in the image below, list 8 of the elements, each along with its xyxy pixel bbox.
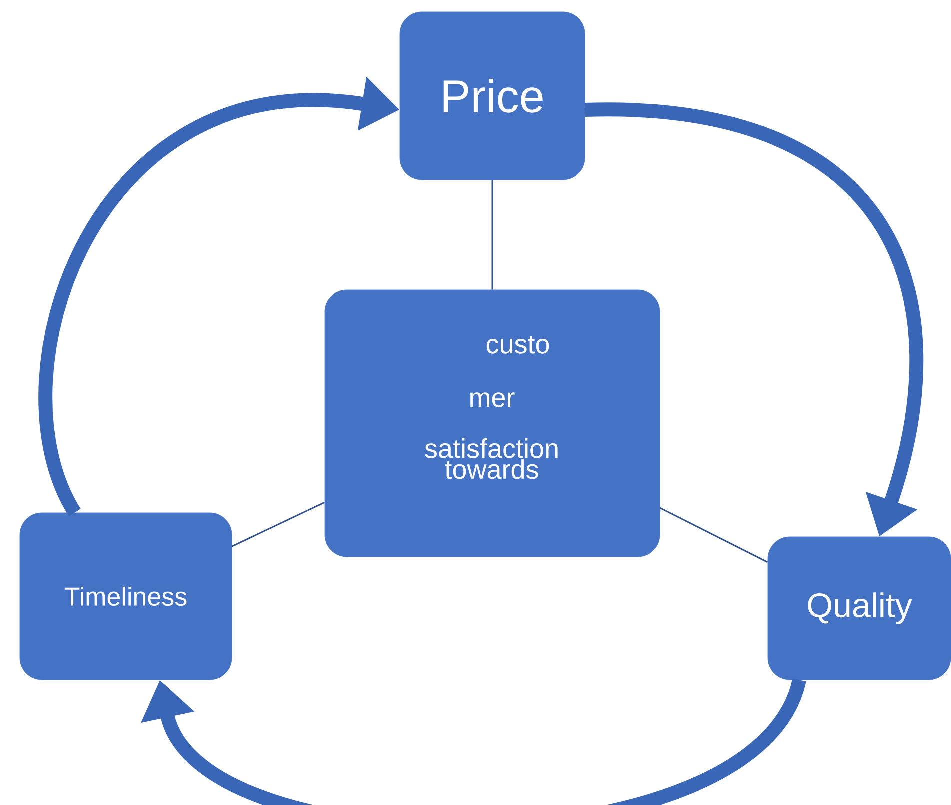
connector-line bbox=[492, 180, 494, 290]
rounded-box: Price bbox=[400, 12, 586, 180]
connector-line bbox=[660, 507, 768, 564]
curved-arrow bbox=[141, 677, 806, 805]
rounded-box: Timeliness bbox=[20, 512, 232, 680]
connector-line bbox=[232, 502, 326, 548]
rounded-box: custo mer satisfaction towards bbox=[324, 290, 660, 558]
rounded-box: Quality bbox=[768, 536, 951, 680]
